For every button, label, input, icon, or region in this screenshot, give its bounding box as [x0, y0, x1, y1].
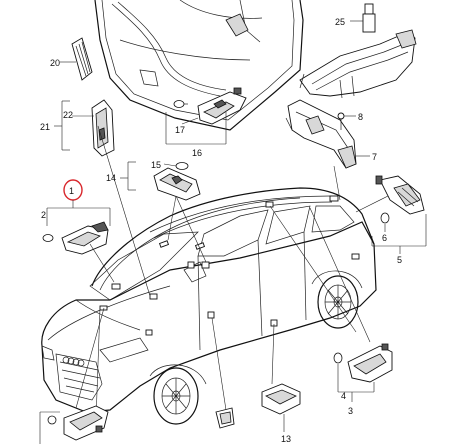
callout-25: 25 — [335, 17, 345, 27]
part-14-interior-light: 15 14 — [106, 160, 201, 201]
part-5-rear-lamp: 6 5 — [371, 175, 427, 265]
part-7-bracket: 7 8 — [285, 99, 377, 169]
small-clip — [215, 407, 235, 429]
callout-5: 5 — [397, 255, 402, 265]
bottom-left-lamp — [39, 405, 109, 444]
callout-13: 13 — [281, 434, 291, 444]
callout-15: 15 — [151, 160, 161, 170]
callout-4: 4 — [341, 391, 346, 401]
callout-7: 7 — [372, 152, 377, 162]
callout-8: 8 — [358, 112, 363, 122]
leader-lines — [75, 125, 389, 421]
callout-2: 2 — [41, 210, 46, 220]
callout-14: 14 — [106, 173, 116, 183]
car-body — [41, 187, 377, 425]
part-25-connector: 25 — [335, 3, 376, 33]
callout-20: 20 — [50, 58, 60, 68]
callout-3: 3 — [348, 406, 353, 416]
callout-16: 16 — [192, 148, 202, 158]
callout-6: 6 — [382, 233, 387, 243]
part-13-module: 13 — [261, 383, 301, 444]
part-16-door-lamp: 17 16 — [165, 87, 247, 158]
part-1-footwell-lamp: 1 2 — [41, 179, 111, 255]
part-20-grille: 20 — [50, 37, 93, 81]
callout-21: 21 — [40, 122, 50, 132]
callout-22: 22 — [63, 110, 73, 120]
part-3-side-lamp: 4 3 — [333, 343, 393, 416]
part-21-switch: 21 22 — [40, 99, 115, 157]
callout-1: 1 — [69, 186, 74, 196]
door-panel — [94, 0, 304, 131]
door-handle-bezel — [299, 29, 417, 99]
callout-17: 17 — [175, 125, 185, 135]
